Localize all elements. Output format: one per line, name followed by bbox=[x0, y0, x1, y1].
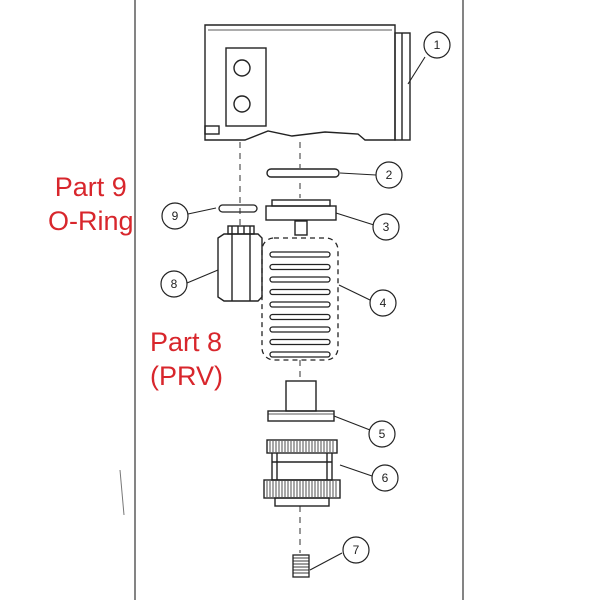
spring-coils bbox=[269, 251, 331, 358]
callout-9: 9 bbox=[161, 202, 189, 230]
callout-label-3: 3 bbox=[383, 220, 390, 234]
callout-6: 6 bbox=[371, 464, 399, 492]
spring-coil bbox=[269, 251, 331, 258]
part-7-set-screw bbox=[292, 554, 310, 578]
set-screw-threads bbox=[293, 557, 309, 574]
nut-top-threads bbox=[269, 441, 334, 452]
spring-coil bbox=[269, 326, 331, 333]
callout-label-6: 6 bbox=[382, 471, 389, 485]
spring-coil bbox=[269, 263, 331, 271]
spring-coil bbox=[269, 351, 331, 358]
callout-7: 7 bbox=[342, 536, 370, 564]
spring-coil bbox=[269, 288, 331, 296]
spring-coil bbox=[269, 313, 331, 321]
part-9-annotation: Part 9 O-Ring bbox=[48, 170, 134, 238]
spring-coil bbox=[269, 276, 331, 283]
part-8-annotation-line2: (PRV) bbox=[150, 361, 224, 391]
part-1-body bbox=[204, 24, 411, 141]
part-8-annotation-line1: Part 8 bbox=[150, 327, 223, 357]
stray-mark bbox=[119, 469, 125, 516]
callout-label-8: 8 bbox=[171, 277, 178, 291]
callout-8: 8 bbox=[160, 270, 188, 298]
callout-2: 2 bbox=[375, 161, 403, 189]
part-8-annotation: Part 8 (PRV) bbox=[150, 325, 223, 393]
callout-3: 3 bbox=[372, 213, 400, 241]
callout-label-7: 7 bbox=[353, 543, 360, 557]
callout-label-9: 9 bbox=[172, 209, 179, 223]
part-9-annotation-line2: O-Ring bbox=[48, 206, 134, 236]
callout-1: 1 bbox=[423, 31, 451, 59]
spring-coil bbox=[269, 301, 331, 308]
part-3-seat bbox=[265, 199, 337, 236]
nut-knurl bbox=[266, 481, 337, 497]
part-2-o-ring bbox=[266, 168, 340, 178]
assembly-axes bbox=[239, 142, 301, 553]
callout-label-5: 5 bbox=[379, 427, 386, 441]
callout-label-1: 1 bbox=[434, 38, 441, 52]
part-6-adjuster-nut bbox=[263, 439, 341, 507]
callout-label-2: 2 bbox=[386, 168, 393, 182]
callout-5: 5 bbox=[368, 420, 396, 448]
callout-label-4: 4 bbox=[380, 296, 387, 310]
part-9-o-ring bbox=[218, 204, 258, 213]
part-8-prv bbox=[217, 225, 263, 302]
callout-4: 4 bbox=[369, 289, 397, 317]
spring-coil bbox=[269, 338, 331, 346]
part-5-washer bbox=[267, 380, 335, 422]
leader-lines bbox=[186, 56, 426, 571]
part-9-annotation-line1: Part 9 bbox=[54, 172, 127, 202]
part-4-spring bbox=[261, 237, 339, 361]
